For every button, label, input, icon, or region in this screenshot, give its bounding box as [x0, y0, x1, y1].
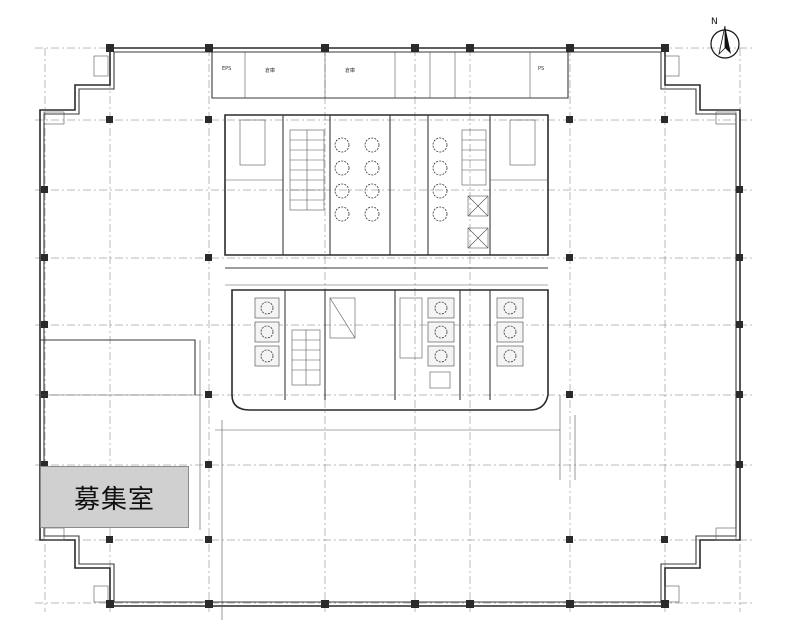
shafts: [329, 297, 451, 389]
svg-text:倉庫: 倉庫: [265, 67, 275, 74]
column-grid: [35, 47, 752, 612]
core-upper: [224, 114, 549, 256]
core-lower: [231, 289, 549, 411]
stair-upper-left: [289, 129, 325, 211]
office-partitions: [40, 339, 576, 620]
toilet-fixtures: [334, 137, 448, 222]
stair-lower: [291, 329, 321, 386]
structural-columns: [41, 44, 743, 608]
stair-upper-right: [461, 129, 489, 249]
room-label: 募集室: [73, 484, 155, 515]
svg-text:EPS: EPS: [222, 66, 231, 72]
elevator-group-right: [496, 297, 524, 367]
svg-text:倉庫: 倉庫: [345, 67, 355, 74]
room-label-box: 募集室: [40, 466, 189, 528]
north-letter: N: [711, 17, 718, 27]
elevator-group-mid: [427, 297, 455, 367]
elevator-group-left: [254, 297, 280, 367]
top-rooms: EPS 倉庫 倉庫 PS: [211, 52, 569, 99]
north-arrow-icon: N: [703, 14, 743, 64]
svg-text:PS: PS: [538, 66, 544, 72]
